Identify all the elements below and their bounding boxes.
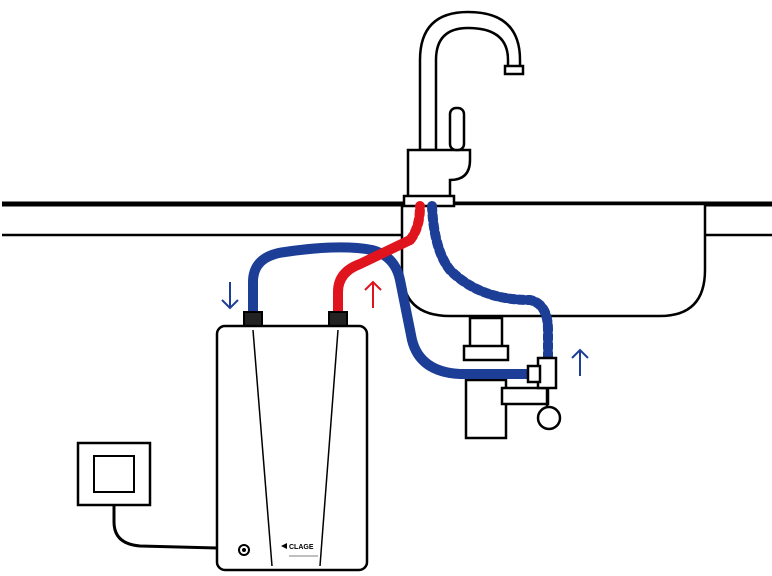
water-heater: CLAGE (215, 311, 369, 572)
power-cable (112, 498, 218, 550)
faucet (402, 10, 525, 208)
arrow-up-icon (571, 348, 589, 376)
arrow-up-icon (364, 280, 382, 308)
heater-hot-connector (328, 311, 348, 327)
brand-logo-text: CLAGE (289, 544, 314, 551)
brand-logo: CLAGE (281, 543, 318, 557)
sink-drain-trap (462, 316, 550, 440)
heater-cold-connector (243, 311, 263, 327)
cold-inlet-hose (248, 242, 535, 379)
arrow-down-icon (221, 282, 239, 310)
cold-supply-hose-dashed (427, 201, 553, 373)
angle-valve (526, 356, 562, 431)
hot-outlet-hose (333, 235, 415, 323)
heater-body (215, 324, 369, 572)
hoses (248, 201, 553, 379)
wall-socket (76, 441, 152, 507)
hot-outlet-hose-dashed (405, 201, 425, 245)
